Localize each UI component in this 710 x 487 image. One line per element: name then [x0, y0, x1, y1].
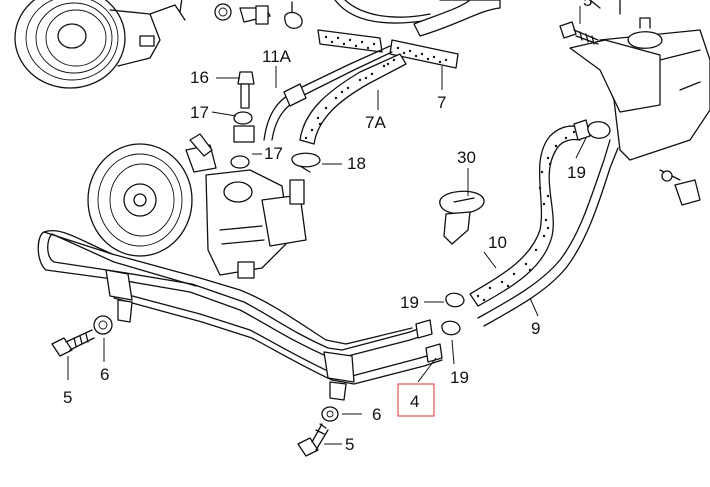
hose-texture-dot: [548, 162, 552, 166]
hose-texture-dot: [414, 54, 418, 58]
pipe-bracket-left: [105, 269, 133, 323]
hose-texture-dot: [358, 78, 362, 82]
hose-texture-dot: [304, 136, 308, 140]
callout-19-left: 19: [400, 293, 419, 312]
hose-texture-dot: [500, 280, 504, 284]
hose-texture-dot: [330, 40, 334, 44]
compressor-pulley: [14, 0, 186, 89]
washer-6-left: [93, 315, 113, 335]
fluid-reservoir: [569, 17, 710, 206]
hose-texture-dot: [524, 262, 528, 266]
hose-texture-dot: [316, 116, 320, 120]
hose-texture-dot: [528, 268, 532, 272]
hose-texture-dot: [310, 128, 314, 132]
hose-texture-dot: [546, 194, 550, 198]
hose-texture-dot: [432, 55, 436, 59]
bolt-5-bottom: [297, 423, 329, 457]
callout-17-upper: 17: [190, 103, 209, 122]
hose-texture-dot: [482, 298, 486, 302]
callout-19-right: 19: [567, 163, 586, 182]
clamp-19-lower: [441, 320, 461, 336]
hose-texture-dot: [402, 51, 406, 55]
hose-texture-dot: [340, 90, 344, 94]
hose-texture-dot: [512, 272, 516, 276]
callout-5-bottom: 5: [345, 435, 354, 454]
bolt-5-left: [51, 329, 95, 357]
hose-texture-dot: [324, 35, 328, 39]
hose-texture-dot: [392, 58, 396, 62]
hose-texture-dot: [540, 170, 544, 174]
hose-texture-dot: [544, 218, 548, 222]
hose-texture-dot: [334, 96, 338, 100]
hose-texture-dot: [438, 60, 442, 64]
hose-texture-dot: [564, 136, 568, 140]
hose-texture-dot: [336, 36, 340, 40]
pipe-bracket-right: [323, 351, 355, 401]
hose-texture-dot: [420, 52, 424, 56]
line-9: [477, 139, 619, 327]
hose-texture-dot: [396, 46, 400, 50]
hose-texture-dot: [542, 202, 546, 206]
callout-6-bottom: 6: [372, 405, 381, 424]
hose-texture-dot: [444, 58, 448, 62]
bolt-top: [559, 21, 599, 45]
hose-texture-dot: [354, 44, 358, 48]
callout-9: 9: [531, 319, 540, 338]
hose-texture-dot: [382, 64, 386, 68]
callout-4: 4: [410, 392, 419, 411]
hose-texture-dot: [342, 42, 346, 46]
hose-texture-dot: [426, 57, 430, 61]
clamp-30: [439, 190, 485, 245]
callout-11A: 11A: [262, 47, 292, 66]
callout-17-lower: 17: [264, 144, 283, 163]
hose-texture-dot: [370, 72, 374, 76]
hose-texture-dot: [366, 46, 370, 50]
hose-texture-dot: [348, 38, 352, 42]
washer-6-bottom: [321, 406, 339, 422]
clamp-19-right: [587, 121, 611, 139]
callout-10: 10: [488, 233, 507, 252]
hose-7A: [299, 53, 407, 145]
hose-7: [317, 0, 501, 69]
hose-texture-dot: [386, 62, 390, 66]
power-steering-pump: [87, 133, 307, 279]
hose-texture-dot: [360, 40, 364, 44]
hose-texture-dot: [572, 130, 576, 134]
hose-texture-dot: [554, 144, 558, 148]
hose-texture-dot: [324, 106, 328, 110]
hose-texture-dot: [318, 122, 322, 126]
callout-5-left: 5: [63, 388, 72, 407]
hose-texture-dot: [506, 284, 510, 288]
clamp-19-left: [445, 292, 465, 308]
callout-30: 30: [457, 148, 476, 167]
hose-texture-dot: [408, 49, 412, 53]
callout-16: 16: [190, 68, 209, 87]
hose-texture-dot: [476, 294, 480, 298]
leader-lines: [67, 6, 587, 445]
hose-texture-dot: [538, 186, 542, 190]
bolt-16: [230, 71, 255, 169]
hose-texture-dot: [488, 286, 492, 290]
callout-18: 18: [347, 154, 366, 173]
callout-7: 7: [437, 93, 446, 112]
hose-texture-dot: [346, 86, 350, 90]
clamp-18: [291, 152, 321, 173]
hose-texture-dot: [546, 226, 550, 230]
top-fittings: [179, 0, 303, 29]
line-11A: [263, 45, 393, 141]
callout-5-top: 5: [583, 0, 592, 10]
callout-19-lower: 19: [450, 368, 469, 387]
callout-6-left: 6: [100, 365, 109, 384]
hose-texture-dot: [546, 156, 550, 160]
hose-10: [469, 119, 591, 307]
hose-texture-dot: [542, 234, 546, 238]
callout-4-highlight-box: [397, 383, 435, 417]
hose-texture-dot: [534, 248, 538, 252]
hose-texture-dot: [372, 42, 376, 46]
hose-texture-dot: [364, 76, 368, 80]
callout-7A: 7A: [365, 113, 386, 132]
